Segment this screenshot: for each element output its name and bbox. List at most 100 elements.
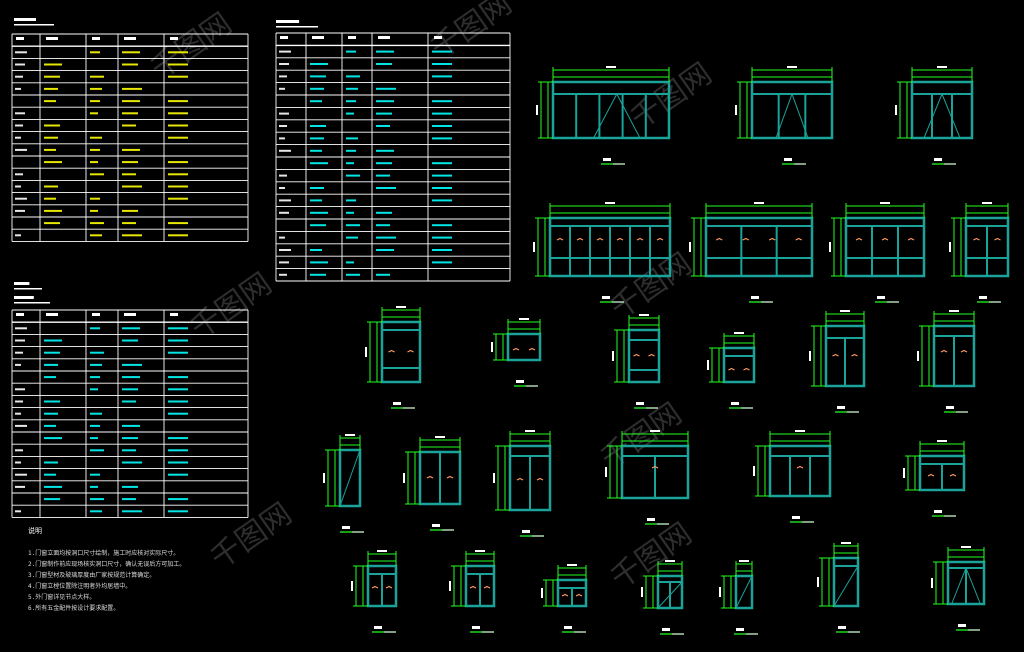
dimension-text	[753, 466, 755, 476]
table-cell-text	[15, 87, 21, 90]
elevation-label-text	[946, 406, 954, 409]
table-cell-text	[90, 327, 100, 330]
note-line: 5.外门窗详见节点大样。	[28, 594, 96, 601]
table-cell-text	[346, 137, 358, 140]
table-cell-text	[15, 461, 21, 464]
table-cell-text	[168, 63, 188, 66]
dimension-text	[650, 430, 660, 432]
dimension-text	[525, 430, 535, 432]
frame-outline	[750, 80, 834, 140]
table-cell-text	[432, 224, 452, 227]
table-cell-text	[168, 222, 188, 225]
table-cell-text	[310, 125, 326, 127]
table-cell-text	[279, 125, 287, 127]
frame-outline	[768, 444, 832, 498]
table-cell-text	[279, 63, 289, 65]
elevation-door-13	[449, 550, 496, 633]
dimension-text	[787, 66, 797, 68]
notes-heading: 说明	[28, 527, 42, 535]
table-cell-text	[279, 236, 285, 239]
glass-marker	[407, 349, 414, 353]
glass-marker	[469, 585, 477, 589]
note-line: 3.门窗型材及玻璃厚度由厂家按规范计算确定。	[28, 572, 156, 579]
table-cell-text	[15, 510, 21, 513]
table-cell-text	[432, 125, 452, 127]
dimension-text	[605, 467, 607, 477]
elevation-door-4	[365, 306, 422, 409]
table-header-text	[16, 313, 24, 316]
table-cell-text	[168, 449, 188, 452]
glass-marker	[743, 367, 750, 371]
dimension-text	[754, 202, 764, 204]
elevation-door-1	[536, 66, 671, 165]
glass-marker	[385, 585, 393, 589]
table-cell-text	[279, 50, 291, 53]
elevation-door-3	[895, 66, 974, 165]
glass-marker	[796, 465, 804, 469]
dimension-text	[880, 202, 890, 204]
table-cell-text	[376, 112, 392, 115]
elevation-label-text	[393, 402, 401, 405]
elevation-window-10	[641, 560, 684, 635]
glass-marker	[648, 353, 655, 357]
hardware-schedule-title-underline	[276, 26, 318, 28]
table-cell-text	[44, 473, 56, 476]
table-cell-text	[376, 50, 394, 53]
table-cell-text	[15, 388, 25, 391]
table-cell-text	[346, 87, 358, 90]
dimension-text	[493, 473, 495, 483]
table-cell-text	[346, 112, 354, 115]
elevation-label-text	[603, 158, 611, 161]
glass-marker	[973, 237, 980, 241]
table-cell-text	[432, 249, 452, 251]
table-cell-text	[90, 148, 100, 151]
table-header-text	[170, 37, 178, 40]
dimension-text	[641, 587, 643, 597]
table-cell-text	[90, 100, 100, 103]
table-cell-text	[346, 75, 360, 78]
elevation-label-text	[564, 626, 572, 629]
dimension-text	[435, 436, 445, 438]
dimension-text	[961, 546, 971, 548]
table-cell-text	[279, 87, 285, 90]
dimension-text	[567, 564, 577, 566]
glass-marker	[576, 237, 584, 241]
glass-marker	[832, 353, 839, 357]
glass-marker	[633, 353, 640, 357]
table-cell-text	[15, 185, 21, 188]
table-cell-text	[90, 388, 98, 391]
table-header-text	[280, 36, 288, 39]
dimension-text	[949, 310, 959, 312]
dimension-text	[396, 306, 406, 308]
table-cell-text	[15, 209, 25, 212]
elevation-label-text	[602, 296, 610, 299]
table-cell-text	[90, 424, 100, 427]
table-cell-text	[15, 136, 21, 139]
table-cell-text	[279, 75, 287, 78]
door-schedule-table	[11, 33, 249, 242]
table-cell-text	[122, 485, 138, 488]
table-cell-text	[44, 161, 62, 164]
elevation-label-text	[934, 158, 942, 161]
table-cell-text	[122, 461, 142, 464]
table-cell-text	[432, 187, 452, 189]
table-cell-text	[168, 173, 188, 176]
table-cell-text	[90, 363, 102, 366]
table-cell-text	[310, 162, 328, 165]
dimension-text	[937, 66, 947, 68]
dimension-text	[795, 430, 805, 432]
table-cell-text	[279, 261, 289, 264]
frame-outline	[722, 346, 756, 384]
glass-marker	[446, 475, 454, 479]
glass-marker	[561, 593, 569, 597]
table-cell-text	[376, 273, 390, 276]
table-cell-text	[122, 339, 138, 342]
dimension-text	[829, 242, 831, 252]
table-cell-text	[432, 63, 452, 65]
table-cell-text	[346, 273, 360, 276]
dimension-text	[605, 202, 615, 204]
elevation-window-3	[829, 202, 926, 303]
frame-outline	[734, 574, 754, 610]
elevation-label-text	[837, 406, 845, 409]
watermark-text: 千图网	[205, 496, 299, 576]
